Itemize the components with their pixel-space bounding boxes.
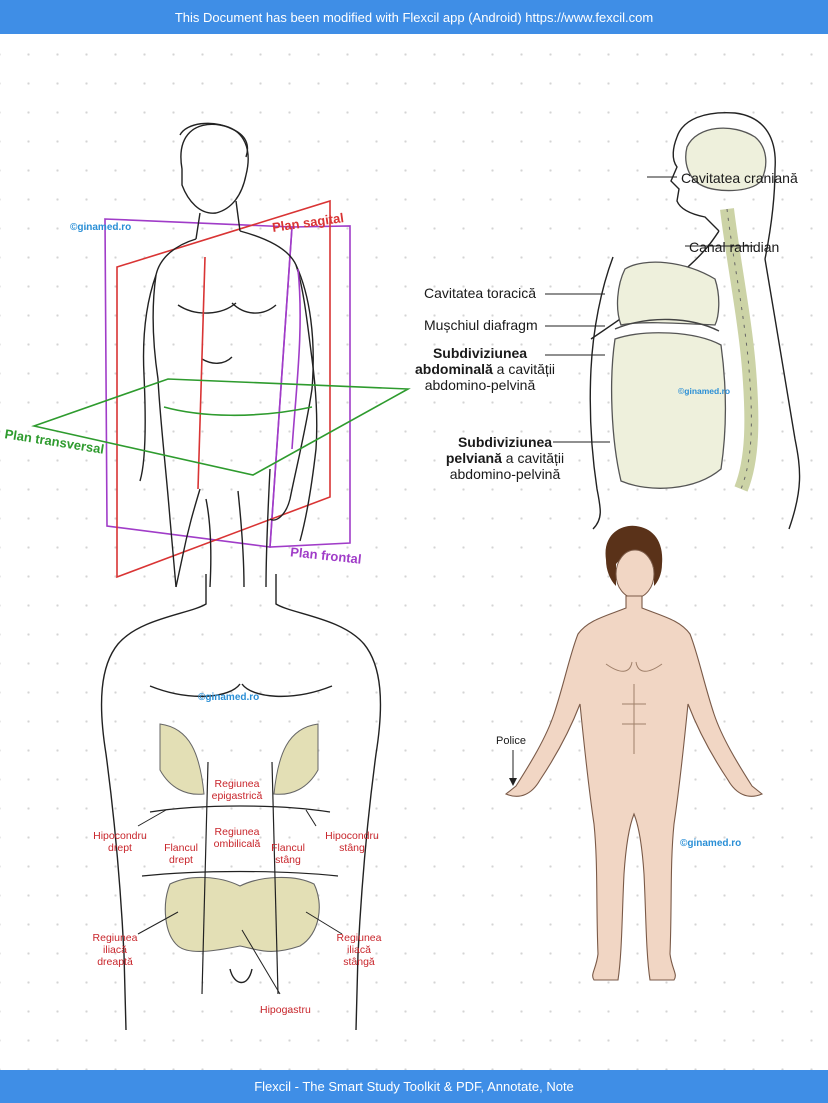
hypochondrium-left-label: Hipocondru stâng <box>316 830 388 854</box>
abdominal-rest-2: abdomino-pelvină <box>424 377 536 394</box>
flank-right-line-2: drept <box>169 854 193 867</box>
epigastric-region-label: Regiunea epigastrică <box>204 778 270 802</box>
iliac-right-label: Regiunea iliacă dreaptă <box>84 932 146 968</box>
pelvic-rest-1: a cavității <box>501 450 565 467</box>
pelvic-subdivision-label: Subdiviziunea pelviană a cavității abdom… <box>445 434 565 482</box>
hypochondrium-right-line-2: drept <box>108 842 132 855</box>
pelvic-bold-2: pelviană <box>445 450 502 467</box>
abdominal-subdivision-label: Subdiviziunea abdominală a cavității abd… <box>415 345 555 394</box>
pelvic-rest-2: abdomino-pelvină <box>449 466 561 483</box>
modified-banner-text: This Document has been modified with Fle… <box>174 9 654 25</box>
epigastric-line-2: epigastrică <box>211 790 263 803</box>
hypogastrium-label: Hipogastru <box>260 1004 311 1016</box>
iliac-right-line-1: Regiunea <box>92 932 138 944</box>
body-cavities-figure: Cavitatea craniană Canal rahidian Cavita… <box>415 89 828 530</box>
iliac-left-line-2: iliacă <box>347 944 371 957</box>
anatomical-planes-figure: ©ginamed.ro Plan sagital Plan transversa… <box>0 89 420 588</box>
anatomical-planes-drawing <box>31 122 411 588</box>
hypochondrium-left-line-1: Hipocondru <box>325 830 379 842</box>
umbilical-line-1: Regiunea <box>214 826 260 838</box>
pelvic-bold-1: Subdiviziunea <box>457 434 553 450</box>
body-cavities-drawing <box>545 112 801 530</box>
flank-left-line-2: stâng <box>275 854 301 867</box>
iliac-left-label: Regiunea iliacă stângă <box>328 932 390 968</box>
abdominal-bold-2: abdominală <box>415 361 493 378</box>
iliac-right-line-3: dreaptă <box>97 956 133 969</box>
thoracic-cavity-label: Cavitatea toracică <box>424 285 537 301</box>
abdominal-regions-drawing <box>100 574 382 1031</box>
flank-right-label: Flancul drept <box>158 842 204 866</box>
note-page[interactable]: ©ginamed.ro Plan sagital Plan transversa… <box>0 34 828 1070</box>
iliac-right-line-2: iliacă <box>103 944 127 957</box>
flexcil-promo-text: Flexcil - The Smart Study Toolkit & PDF,… <box>254 1079 574 1094</box>
watermark-cavities: ©ginamed.ro <box>678 386 731 396</box>
hypochondrium-right-label: Hipocondru drept <box>84 830 156 854</box>
watermark-planes: ©ginamed.ro <box>70 222 132 233</box>
flank-left-line-1: Flancul <box>271 842 305 854</box>
abdominal-bold-1: Subdiviziunea <box>432 345 528 361</box>
flank-right-line-1: Flancul <box>164 842 198 854</box>
abdominal-rest-1: a cavității <box>492 361 556 378</box>
watermark-regions: ©ginamed.ro <box>198 692 260 703</box>
flank-left-label: Flancul stâng <box>266 842 310 866</box>
thumb-label: Police <box>496 735 526 747</box>
cranial-cavity-label: Cavitatea craniană <box>681 170 798 186</box>
iliac-left-line-1: Regiunea <box>336 932 382 944</box>
anatomical-position-figure: Police ©ginamed.ro <box>480 524 828 984</box>
modified-banner: This Document has been modified with Fle… <box>0 0 828 34</box>
hypochondrium-left-line-2: stâng <box>339 842 365 855</box>
iliac-left-line-3: stângă <box>343 956 375 969</box>
anatomical-position-drawing <box>504 525 764 981</box>
hypochondrium-right-line-1: Hipocondru <box>93 830 147 842</box>
umbilical-line-2: ombilicală <box>213 838 261 851</box>
umbilical-region-label: Regiunea ombilicală <box>204 826 270 850</box>
flexcil-promo-banner[interactable]: Flexcil - The Smart Study Toolkit & PDF,… <box>0 1070 828 1103</box>
diaphragm-label: Mușchiul diafragm <box>424 317 538 333</box>
spinal-canal-label: Canal rahidian <box>689 239 780 255</box>
abdominal-regions-figure: ©ginamed.ro Regiunea epigastrică Regiune… <box>80 574 400 1034</box>
epigastric-line-1: Regiunea <box>214 778 260 790</box>
watermark-anatomical: ©ginamed.ro <box>680 838 742 849</box>
